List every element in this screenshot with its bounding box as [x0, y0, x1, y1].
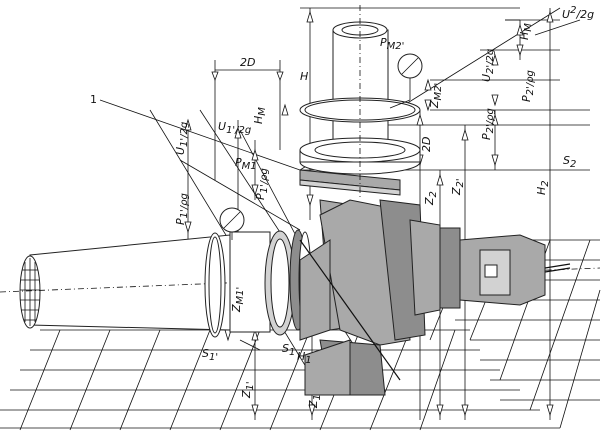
label-u2-head: U2'/2g	[480, 49, 496, 82]
inlet-pipe	[0, 234, 601, 331]
label-2d-top: 2D	[240, 56, 255, 69]
label-hm-right: HM	[518, 23, 534, 40]
label-u1-head: U1'/2g	[174, 122, 190, 155]
label-zm1: ZM1'	[230, 287, 246, 313]
label-z1: Z1	[307, 394, 323, 409]
label-z2: Z2	[423, 191, 439, 206]
label-p2-head: P2'/ρg	[520, 70, 536, 102]
callout: 1	[90, 93, 97, 106]
label-s1p: S1'	[202, 347, 218, 363]
label-h2: H2	[535, 180, 551, 195]
label-2d-mid: 2D	[420, 137, 433, 152]
dimension-arrows	[184, 10, 554, 417]
label-s2: S2	[563, 154, 576, 170]
label-p1-mid: P1'/ρg	[254, 168, 270, 200]
pump-casing	[299, 169, 571, 396]
label-pm2: PM2'	[380, 36, 404, 52]
callout-number: 1	[90, 93, 97, 106]
discharge-pipe	[299, 5, 421, 200]
label-u1-mid: U1'/2g	[218, 120, 251, 136]
label-s1: S1	[282, 342, 295, 358]
label-z2p: Z2'	[450, 178, 466, 196]
label-h-total: H	[300, 70, 308, 83]
label-z1p: Z1'	[240, 381, 256, 399]
inlet-flange	[204, 229, 312, 338]
label-hm-left: HM	[252, 107, 268, 124]
label-zm2: ZM2'	[428, 83, 444, 109]
label-u2-right: U2/2g	[562, 5, 594, 21]
gauge-pm1	[219, 207, 245, 240]
label-pm1: PM1	[235, 156, 257, 172]
label-p2-mid: P2'/ρg	[480, 108, 496, 140]
label-p1-left: P1'/ρg	[174, 193, 190, 225]
gauge-pm2	[389, 53, 423, 109]
label-h1: H1	[297, 350, 312, 366]
